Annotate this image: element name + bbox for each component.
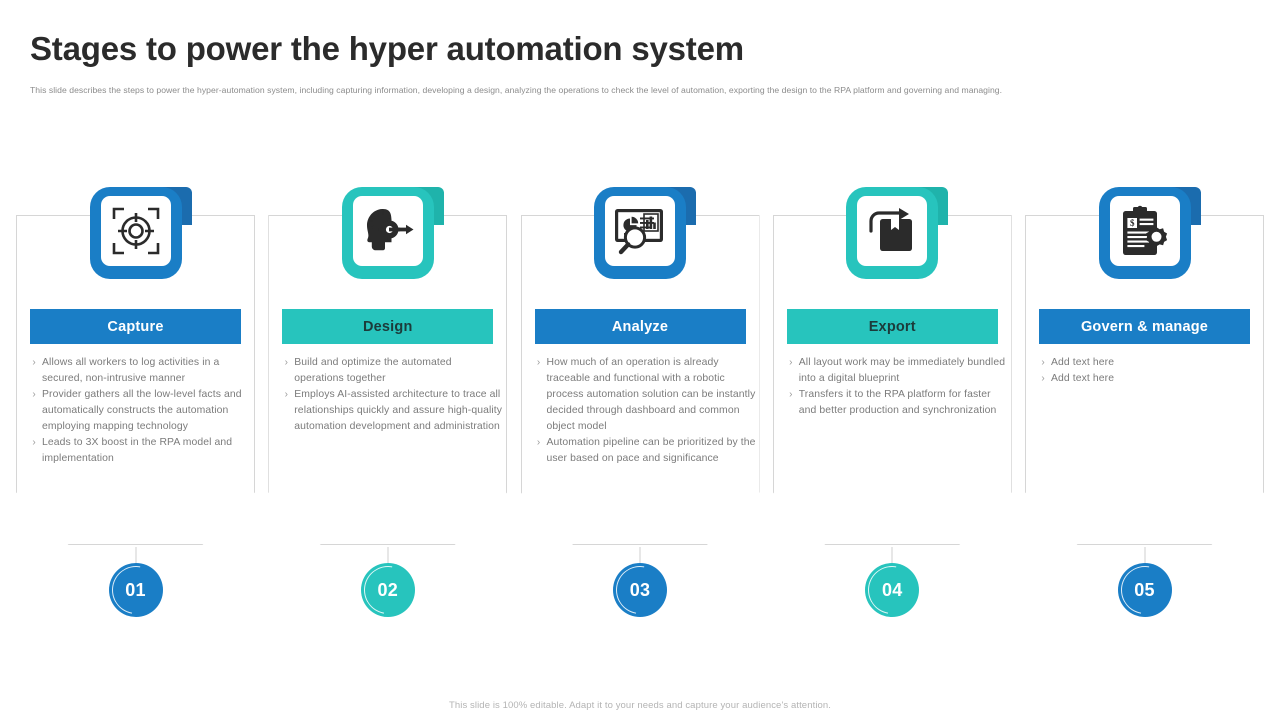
list-item-text: Employs AI-assisted architecture to trac… — [294, 389, 503, 432]
list-item-text: Provider gathers all the low-level facts… — [42, 389, 242, 432]
stage-card[interactable]: $ Govern & manage › Add text here › Add text… — [1025, 187, 1264, 565]
chevron-right-icon: › — [32, 437, 36, 448]
list-item: › Build and optimize the automated operat… — [278, 355, 503, 387]
stage-card[interactable]: Analyze › How much of an operation is alre… — [520, 187, 760, 565]
stage-number-text: 04 — [881, 579, 903, 600]
stage-card-row: Capture › Allows all workers to log activi… — [16, 187, 1264, 565]
chevron-right-icon: › — [1041, 373, 1045, 384]
icon-tile-frame — [594, 187, 686, 279]
stage-connector-line — [891, 547, 893, 565]
stage-bullet-list: › Build and optimize the automated operat… — [278, 355, 503, 435]
stage-number-text: 05 — [1134, 579, 1155, 600]
chevron-right-icon: › — [32, 389, 36, 400]
page-title: Stages to power the hyper automation sys… — [30, 30, 744, 67]
list-item: › All layout work may be immediately bund… — [783, 355, 1008, 387]
list-item: › Employs AI-assisted architecture to tra… — [278, 387, 503, 435]
stage-label-bar[interactable]: Export — [786, 309, 998, 344]
list-item-text: How much of an operation is already trac… — [546, 357, 756, 432]
icon-tile-frame — [89, 187, 182, 279]
list-item-text: Build and optimize the automated operati… — [294, 357, 452, 384]
stage-icon-tile — [584, 187, 696, 283]
list-item-text: Transfers it to the RPA platform for fas… — [798, 389, 997, 416]
stage-number-text: 03 — [629, 579, 651, 600]
list-item: › Add text here — [1035, 371, 1260, 387]
list-item: › Provider gathers all the low-level fact… — [26, 387, 251, 435]
stage-bullet-list: › How much of an operation is already tra… — [531, 355, 756, 467]
stage-label-bar[interactable]: Govern & manage — [1039, 309, 1250, 344]
list-item-text: Add text here — [1051, 373, 1115, 384]
stage-number-badge[interactable]: 01 — [102, 556, 169, 624]
list-item-text: Allows all workers to log activities in … — [42, 357, 220, 384]
target-crosshair-icon — [100, 196, 171, 266]
stage-label-bar[interactable]: Analyze — [534, 309, 746, 344]
chevron-right-icon: › — [284, 389, 288, 400]
list-item: › Automation pipeline can be prioritized … — [531, 435, 756, 467]
stage-connector-line — [639, 547, 641, 565]
stage-number-badge[interactable]: 05 — [1111, 556, 1178, 624]
list-item-text: Automation pipeline can be prioritized b… — [546, 437, 756, 464]
list-item: › Allows all workers to log activities in… — [26, 355, 251, 387]
chevron-right-icon: › — [789, 389, 793, 400]
stage-icon-tile — [332, 187, 444, 283]
chevron-right-icon: › — [789, 357, 793, 368]
stage-badge-row: 01 02 03 04 05 — [16, 556, 1264, 624]
chevron-right-icon: › — [284, 357, 288, 368]
stage-bullet-list: › Add text here › Add text here — [1035, 355, 1260, 387]
stage-connector-line — [387, 547, 389, 565]
stage-number-badge[interactable]: 04 — [858, 556, 926, 624]
stage-icon-tile — [80, 187, 192, 283]
stage-connector-line — [135, 547, 136, 565]
chevron-right-icon: › — [1041, 357, 1045, 368]
icon-tile-frame: $ — [1098, 187, 1191, 279]
list-item-text: All layout work may be immediately bundl… — [798, 357, 1006, 384]
list-item: › How much of an operation is already tra… — [531, 355, 756, 435]
stage-icon-tile — [836, 187, 949, 283]
stage-number-slot: 05 — [1025, 556, 1264, 624]
icon-tile-frame — [341, 187, 434, 279]
stage-number-text: 02 — [377, 579, 399, 600]
stage-number-slot: 04 — [773, 556, 1012, 624]
stage-number-badge[interactable]: 03 — [606, 556, 674, 624]
svg-text:$: $ — [1129, 218, 1134, 228]
chevron-right-icon: › — [32, 357, 36, 368]
stage-number-slot: 01 — [16, 556, 255, 624]
footer-note: This slide is 100% editable. Adapt it to… — [448, 700, 832, 711]
stage-bullet-list: › All layout work may be immediately bund… — [783, 355, 1008, 419]
list-item: › Leads to 3X boost in the RPA model and … — [26, 435, 251, 467]
icon-tile-frame — [846, 187, 939, 279]
stage-label-bar[interactable]: Design — [282, 309, 494, 344]
stage-label-bar[interactable]: Capture — [30, 309, 241, 344]
stage-card[interactable]: Design › Build and optimize the automated … — [268, 187, 508, 565]
list-item-text: Leads to 3X boost in the RPA model and i… — [42, 437, 233, 464]
stage-bullet-list: › Allows all workers to log activities in… — [26, 355, 251, 467]
list-item: › Transfers it to the RPA platform for fa… — [783, 387, 1008, 419]
stage-number-badge[interactable]: 02 — [354, 556, 422, 624]
page-subtitle: This slide describes the steps to power … — [30, 85, 1003, 95]
stage-number-slot: 03 — [521, 556, 760, 624]
stage-card[interactable]: Capture › Allows all workers to log activi… — [16, 187, 255, 565]
stage-icon-tile: $ — [1089, 187, 1201, 283]
chevron-right-icon: › — [536, 437, 541, 448]
export-box-arrow-icon — [857, 196, 928, 266]
dashboard-magnifier-icon — [605, 196, 675, 266]
list-item-text: Add text here — [1051, 357, 1115, 368]
list-item: › Add text here — [1035, 355, 1260, 371]
stage-connector-line — [1144, 547, 1145, 565]
head-gear-ai-icon — [352, 196, 423, 266]
stage-number-text: 01 — [125, 579, 146, 600]
chevron-right-icon: › — [536, 357, 541, 368]
clipboard-gear-icon: $ — [1109, 196, 1180, 266]
stage-card[interactable]: Export › All layout work may be immediatel… — [772, 187, 1012, 565]
stage-number-slot: 02 — [268, 556, 507, 624]
